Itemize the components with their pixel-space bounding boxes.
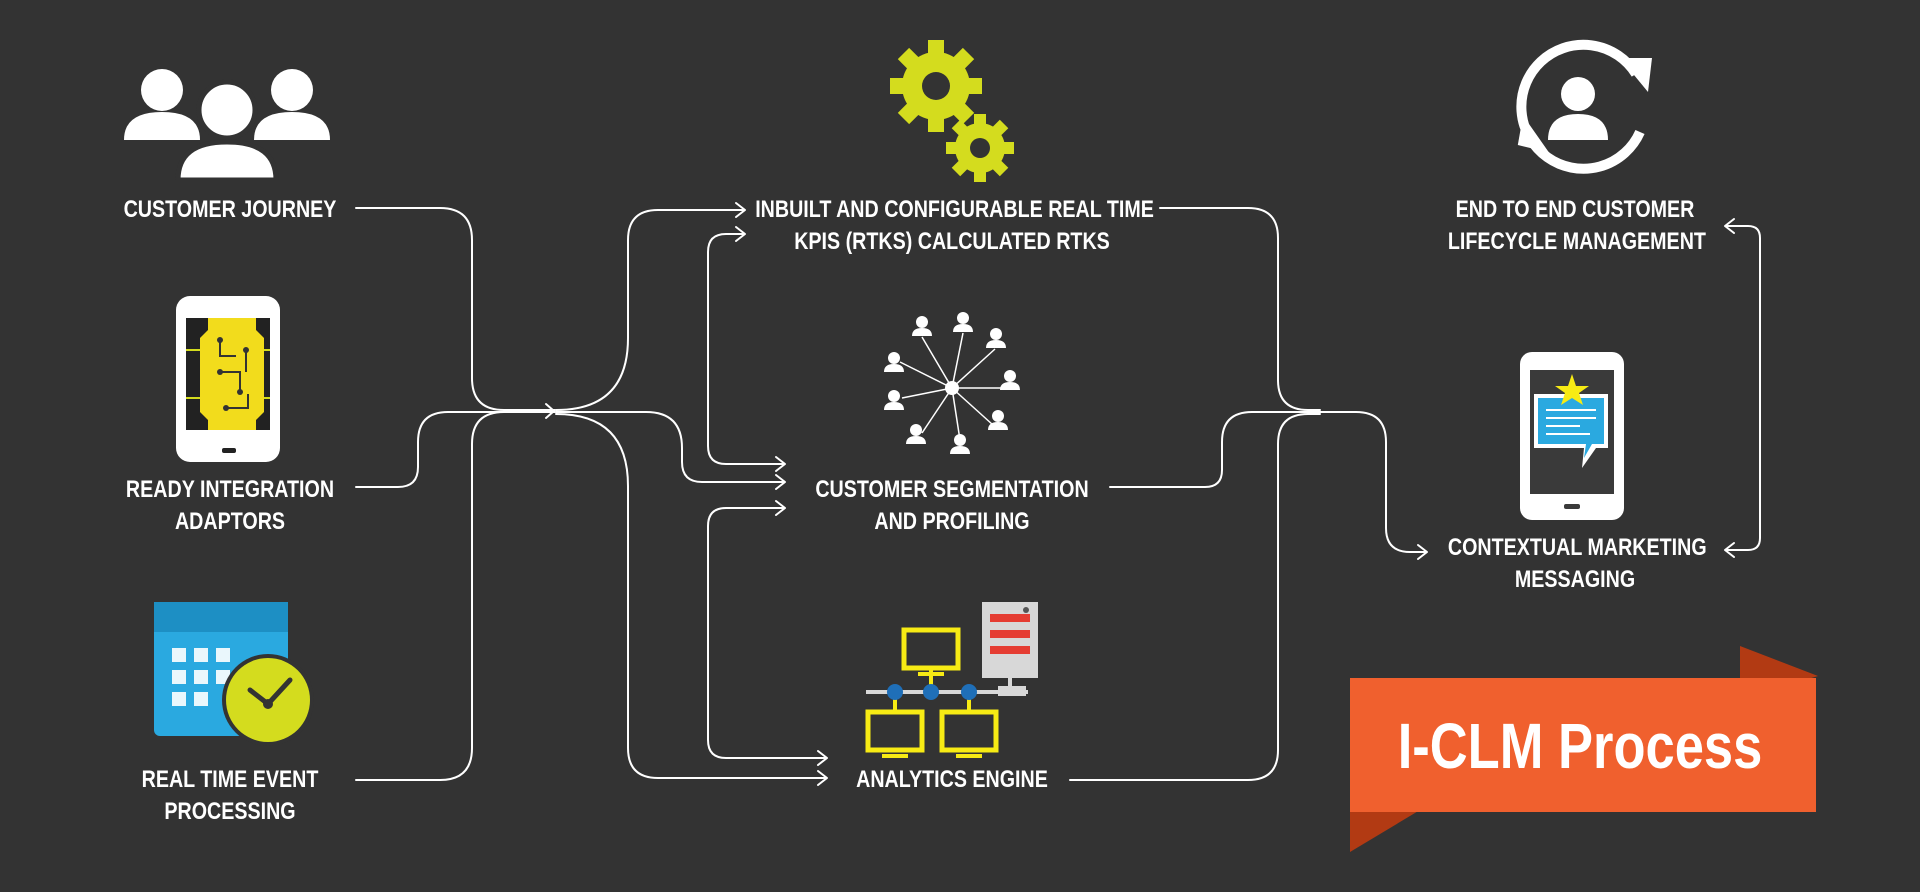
label-customer-journey: CUSTOMER JOURNEY [123, 194, 337, 226]
arrow-to-segmentation-1 [775, 456, 786, 472]
label-line: AND PROFILING [874, 508, 1030, 535]
connector-analytics-out [1069, 413, 1321, 781]
label-lifecycle: END TO END CUSTOMER LIFECYCLE MANAGEMENT [1447, 194, 1706, 258]
label-line: REAL TIME EVENT [141, 766, 319, 793]
arrow-to-segmentation-3 [775, 500, 786, 516]
label-line: CUSTOMER JOURNEY [123, 196, 337, 223]
label-kpis: INBUILT AND CONFIGURABLE REAL TIME KPIS … [755, 194, 1154, 258]
connector-to-messaging [1299, 411, 1427, 553]
connector-right-loop [1725, 225, 1761, 551]
label-segmentation: CUSTOMER SEGMENTATION AND PROFILING [813, 474, 1092, 538]
label-line: END TO END CUSTOMER [1455, 196, 1695, 223]
label-line: ANALYTICS ENGINE [856, 766, 1048, 793]
connector-cross-bottom [707, 507, 827, 759]
label-line: ADAPTORS [174, 508, 286, 535]
label-line: MESSAGING [1514, 566, 1636, 593]
label-event-processing: REAL TIME EVENT PROCESSING [123, 764, 336, 828]
arrow-to-lifecycle [1724, 218, 1735, 234]
connector-segmentation-out [1109, 411, 1321, 488]
phone-chip-icon [176, 296, 280, 462]
connector-event-processing [355, 411, 505, 781]
connector-lines [355, 202, 1761, 786]
label-line: CONTEXTUAL MARKETING [1447, 534, 1707, 561]
label-line: PROCESSING [164, 798, 296, 825]
arrow-to-segmentation-2 [775, 474, 786, 490]
network-people-icon [884, 312, 1020, 454]
calendar-clock-icon [154, 602, 314, 746]
arrow-to-analytics-1 [817, 750, 828, 766]
gears-icon [890, 40, 1014, 182]
arrow-to-messaging-loop [1724, 542, 1735, 558]
connector-customer-journey [355, 207, 556, 411]
users-group-icon [124, 69, 330, 183]
label-line: INBUILT AND CONFIGURABLE REAL TIME [755, 196, 1154, 223]
connector-hub-to-segmentation [555, 411, 785, 483]
connector-kpis-out [1159, 207, 1321, 411]
connector-integration [355, 411, 556, 488]
label-line: READY INTEGRATION [125, 476, 335, 503]
label-integration-adaptors: READY INTEGRATION ADAPTORS [123, 474, 336, 538]
connector-cross-top [707, 233, 785, 465]
label-line: CUSTOMER SEGMENTATION [815, 476, 1089, 503]
label-analytics: ANALYTICS ENGINE [837, 764, 1067, 796]
connector-hub-to-analytics [555, 413, 827, 779]
label-line: KPIS (RTKS) CALCULATED RTKS [794, 228, 1110, 255]
arrow-to-kpis-2 [735, 226, 746, 242]
title-banner [1350, 646, 1818, 852]
hub-arrow [545, 403, 555, 419]
label-messaging: CONTEXTUAL MARKETING MESSAGING [1447, 532, 1707, 596]
arrow-to-messaging [1417, 544, 1428, 560]
arrow-to-kpis-1 [735, 202, 746, 218]
label-line: LIFECYCLE MANAGEMENT [1447, 228, 1706, 255]
phone-message-icon [1520, 352, 1624, 520]
computer-network-icon [865, 602, 1038, 758]
banner-title: I-CLM Process [1397, 710, 1763, 782]
user-cycle-icon [1516, 39, 1652, 174]
arrow-to-analytics-2 [817, 770, 828, 786]
connector-hub-to-kpis [555, 209, 745, 411]
